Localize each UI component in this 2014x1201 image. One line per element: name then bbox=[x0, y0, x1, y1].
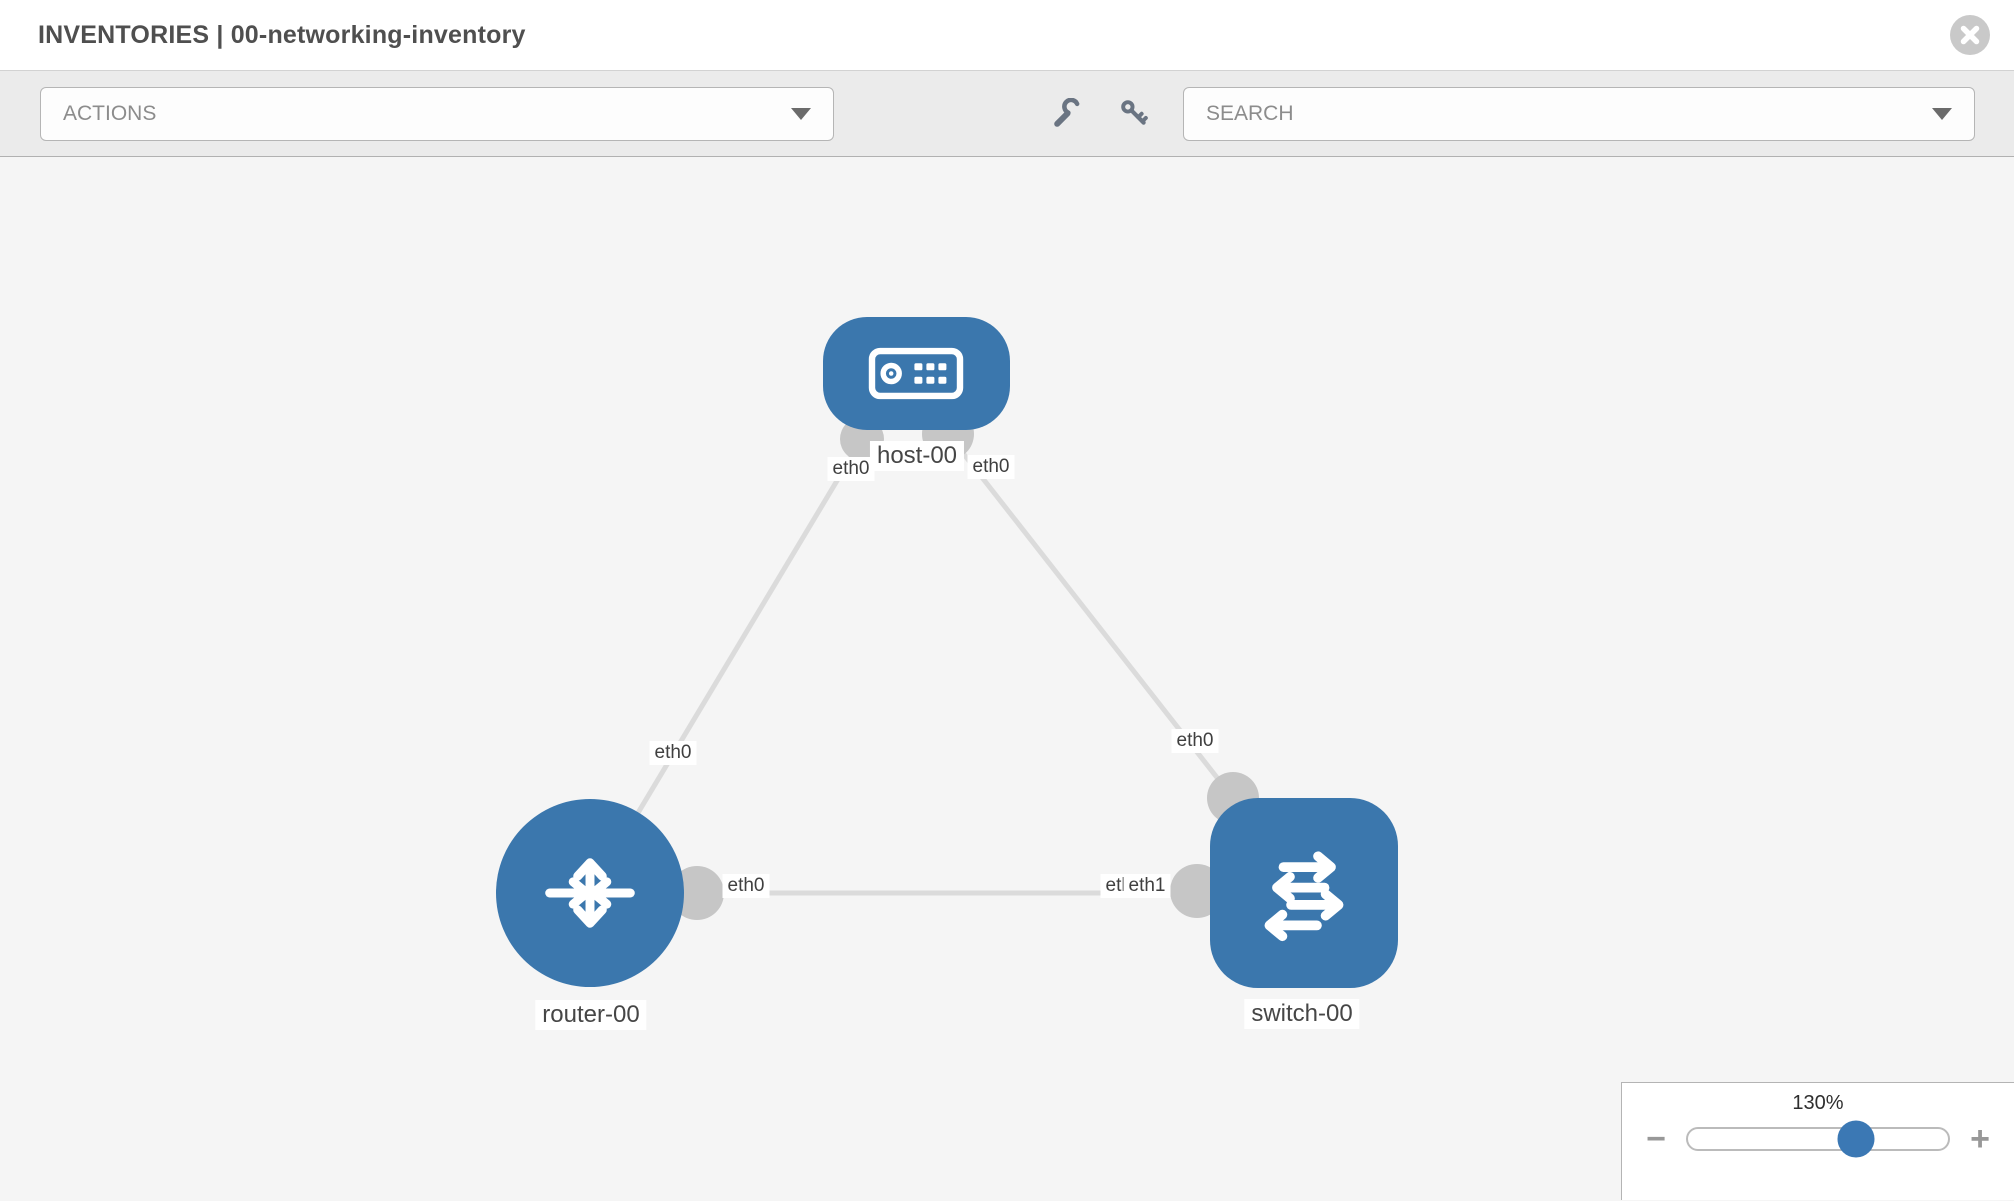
port-label-eth0: eth0 bbox=[827, 457, 875, 481]
topology-canvas[interactable]: host-00 router-00 switch-00 eth0 eth0 eth0 e… bbox=[0, 157, 2014, 1201]
host-icon bbox=[868, 347, 964, 399]
node-label-host-00: host-00 bbox=[869, 441, 965, 471]
toolbar: ACTIONS SEARCH bbox=[0, 71, 2014, 157]
zoom-in-button[interactable]: + bbox=[1970, 1120, 1990, 1158]
key-button[interactable] bbox=[1113, 92, 1157, 136]
close-icon bbox=[1960, 25, 1980, 45]
zoom-slider-track[interactable] bbox=[1686, 1120, 1950, 1158]
zoom-percent: 130% bbox=[1792, 1092, 1844, 1114]
port-label-eth0: eth0 bbox=[1171, 729, 1219, 753]
interface-dot bbox=[670, 866, 724, 920]
port-label-eth0: eth0 bbox=[722, 874, 770, 898]
wrench-icon bbox=[1054, 98, 1080, 127]
node-label-switch-00: switch-00 bbox=[1244, 999, 1360, 1029]
node-router-00[interactable] bbox=[496, 799, 684, 987]
node-host-00[interactable] bbox=[822, 316, 1010, 430]
switch-icon bbox=[1264, 851, 1344, 942]
search-placeholder: SEARCH bbox=[1206, 102, 1294, 125]
node-switch-00[interactable] bbox=[1210, 798, 1398, 988]
zoom-slider-knob[interactable] bbox=[1837, 1120, 1875, 1158]
page-title: INVENTORIES | 00-networking-inventory bbox=[38, 20, 526, 49]
router-icon bbox=[545, 858, 635, 928]
close-button[interactable] bbox=[1950, 15, 1990, 55]
port-label-eth0: eth0 bbox=[967, 455, 1015, 479]
actions-dropdown[interactable]: ACTIONS bbox=[40, 87, 834, 141]
actions-dropdown-label: ACTIONS bbox=[63, 102, 157, 125]
zoom-out-button[interactable]: − bbox=[1646, 1120, 1666, 1158]
search-dropdown[interactable]: SEARCH bbox=[1183, 87, 1975, 141]
chevron-down-icon bbox=[791, 108, 811, 120]
key-icon bbox=[1121, 100, 1148, 125]
port-label-eth1: eth1 bbox=[1123, 874, 1171, 898]
chevron-down-icon bbox=[1932, 108, 1952, 120]
tools-button[interactable] bbox=[1045, 92, 1089, 136]
zoom-panel: 130% − + bbox=[1621, 1082, 2014, 1200]
port-label-eth0: eth0 bbox=[649, 741, 697, 765]
page-header: INVENTORIES | 00-networking-inventory bbox=[0, 0, 2014, 71]
node-label-router-00: router-00 bbox=[535, 1000, 647, 1030]
